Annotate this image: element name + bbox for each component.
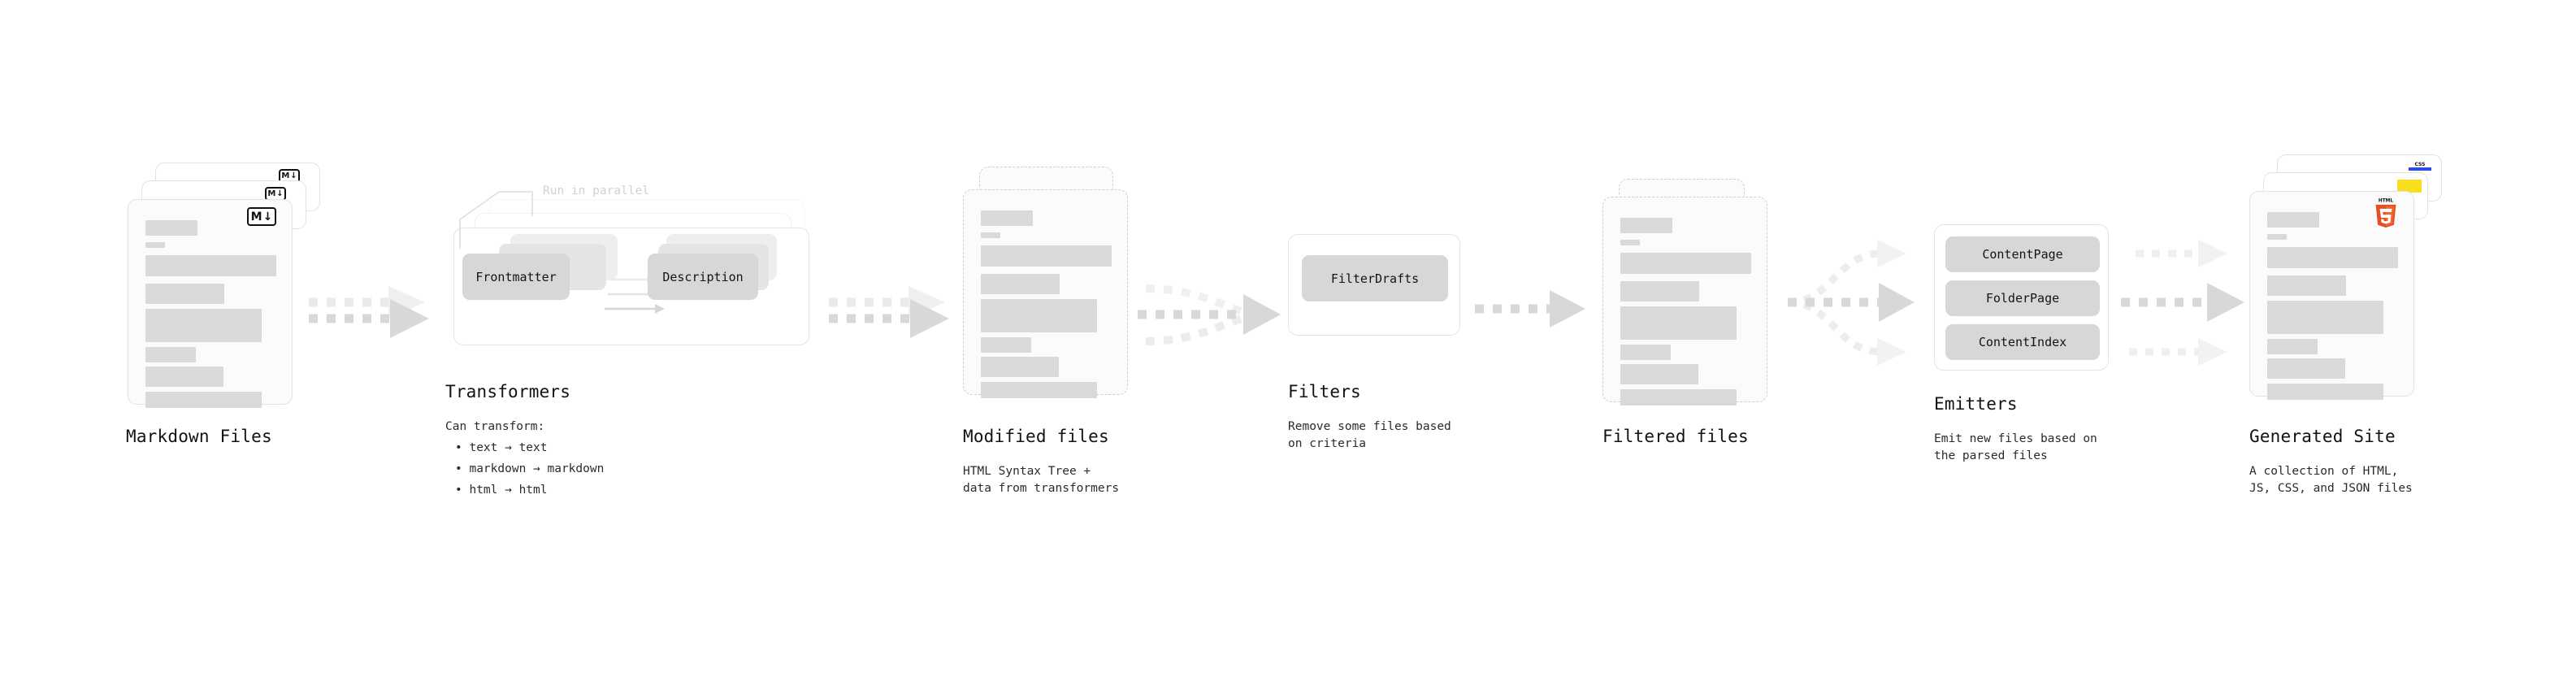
filters-group: FilterDrafts xyxy=(1288,234,1460,336)
skeleton-bar xyxy=(2267,358,2345,379)
arrow-modified-to-filters xyxy=(1138,284,1281,345)
generated-site-title: Generated Site xyxy=(2249,427,2396,446)
modified-files-title: Modified files xyxy=(963,427,1109,446)
js-icon xyxy=(2397,180,2422,193)
markdown-files-card-stack: M↓ M↓ M↓ xyxy=(128,163,320,408)
skeleton-bar xyxy=(145,220,197,236)
transformers-group: Frontmatter Description Run in parallel xyxy=(445,184,827,374)
arrow-emitters-to-site xyxy=(2121,240,2244,366)
transformers-bullet-2: • html → html xyxy=(455,484,548,497)
modified-files-caption: HTML Syntax Tree + data from transformer… xyxy=(963,465,1120,495)
skeleton-bar xyxy=(981,337,1031,353)
emitters-caption: Emit new files based on the parsed files xyxy=(1934,432,2097,462)
skeleton-bar xyxy=(2267,301,2383,334)
filtered-card-front xyxy=(1602,197,1767,406)
transformer-pill-frontmatter[interactable]: Frontmatter xyxy=(462,254,570,300)
skeleton-bar xyxy=(1620,218,1672,233)
generated-site-caption: A collection of HTML, JS, CSS, and JSON … xyxy=(2249,465,2413,495)
skeleton-bar xyxy=(145,309,262,342)
filtered-files-title: Filtered files xyxy=(1602,427,1749,446)
emitters-title: Emitters xyxy=(1934,394,2018,414)
skeleton-bar xyxy=(1620,253,1751,274)
skeleton-bar xyxy=(981,210,1033,226)
skeleton-bar xyxy=(145,242,165,248)
transformers-caption: Can transform: xyxy=(445,420,545,433)
skeleton-bar xyxy=(2267,275,2346,296)
skeleton-bar xyxy=(2267,384,2383,400)
markdown-icon-letter: M xyxy=(281,171,290,180)
skeleton-bar xyxy=(145,392,262,408)
emitter-pill-contentindex[interactable]: ContentIndex xyxy=(1945,324,2100,360)
skeleton-bar xyxy=(2267,339,2318,354)
skeleton-bar xyxy=(145,367,223,387)
arrow-filters-to-filtered xyxy=(1475,290,1585,327)
html5-icon: HTML xyxy=(2375,199,2396,228)
skeleton-bar xyxy=(2267,247,2398,268)
arrow-filtered-to-emitters xyxy=(1787,240,1915,366)
skeleton-bar xyxy=(1620,281,1699,301)
generated-card-front xyxy=(2249,191,2414,400)
run-in-parallel-bracket xyxy=(459,191,533,249)
skeleton-bar xyxy=(145,255,276,276)
filters-title: Filters xyxy=(1288,382,1361,401)
markdown-icon-letter: M xyxy=(250,210,262,223)
markdown-icon-arrow: ↓ xyxy=(262,210,273,223)
skeleton-bar xyxy=(981,232,1000,238)
markdown-card-front xyxy=(128,199,293,408)
transformers-bullet-0: • text → text xyxy=(455,441,548,454)
modified-files-card-stack xyxy=(963,167,1138,410)
markdown-icon-letter: M xyxy=(267,189,276,198)
run-in-parallel-label: Run in parallel xyxy=(543,184,649,197)
transformers-title: Transformers xyxy=(445,382,571,401)
skeleton-bar xyxy=(1620,240,1640,245)
skeleton-bar xyxy=(1620,364,1698,384)
filters-caption: Remove some files based on criteria xyxy=(1288,420,1451,450)
markdown-files-title: Markdown Files xyxy=(126,427,272,446)
filter-pill-filterdrafts[interactable]: FilterDrafts xyxy=(1302,255,1448,301)
css-icon-label: CSS xyxy=(2414,162,2426,167)
css-icon-bar xyxy=(2409,167,2431,171)
svg-text:HTML: HTML xyxy=(2379,199,2393,204)
markdown-icon-back-2: M↓ xyxy=(279,169,300,183)
skeleton-bar xyxy=(981,357,1059,377)
markdown-icon-arrow: ↓ xyxy=(290,171,297,180)
generated-site-card-stack: CSS HTML xyxy=(2249,154,2444,406)
skeleton-bar xyxy=(981,299,1097,332)
arrow-transformers-to-modified xyxy=(829,286,949,338)
skeleton-bar xyxy=(981,245,1112,267)
skeleton-bar xyxy=(981,382,1097,398)
emitter-pill-contentpage[interactable]: ContentPage xyxy=(1945,236,2100,272)
css-icon: CSS xyxy=(2409,161,2431,171)
transformers-bullet-1: • markdown → markdown xyxy=(455,462,605,475)
arrow-markdown-to-transformers xyxy=(309,286,429,338)
modified-card-front xyxy=(963,189,1128,398)
skeleton-bar xyxy=(1620,345,1671,360)
skeleton-bar xyxy=(145,284,224,304)
emitter-pill-folderpage[interactable]: FolderPage xyxy=(1945,280,2100,316)
skeleton-bar xyxy=(1620,306,1737,340)
skeleton-bar xyxy=(2267,234,2287,240)
markdown-icon: M↓ xyxy=(247,207,276,226)
skeleton-bar xyxy=(145,347,196,362)
markdown-icon-arrow: ↓ xyxy=(276,189,284,198)
filtered-files-card-stack xyxy=(1602,179,1777,423)
skeleton-bar xyxy=(1620,389,1737,406)
skeleton-bar xyxy=(2267,212,2319,228)
transformer-pill-description[interactable]: Description xyxy=(648,254,758,300)
emitters-group: ContentPage FolderPage ContentIndex xyxy=(1934,224,2109,371)
skeleton-bar xyxy=(981,274,1060,294)
